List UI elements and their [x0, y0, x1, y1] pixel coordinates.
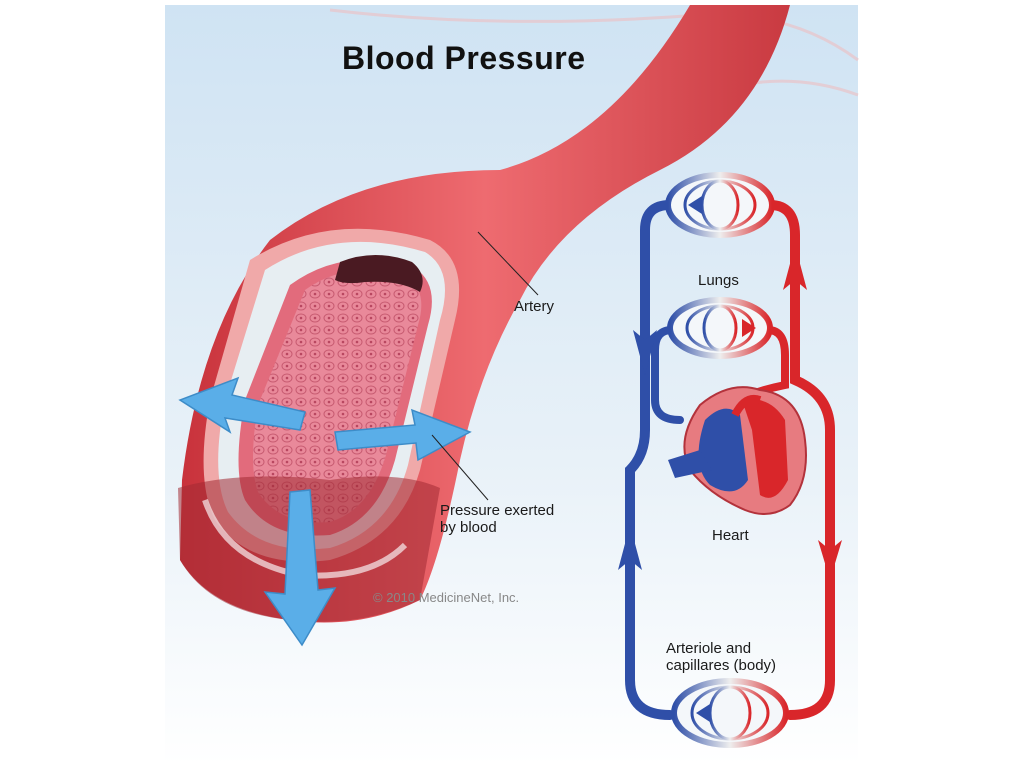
diagram-title: Blood Pressure — [342, 40, 586, 76]
lungs-label: Lungs — [698, 272, 739, 289]
background-vessel — [329, 8, 859, 62]
left-arrow-icon — [688, 196, 702, 214]
up-arrow-icon — [783, 245, 807, 290]
pressure-label-line2: by blood — [440, 519, 497, 536]
lung-capillary-bed-top — [665, 172, 775, 238]
heart — [668, 386, 807, 515]
artery — [178, 5, 790, 623]
pressure-label-line1: Pressure exerted — [440, 502, 555, 519]
body-capillary-bed — [671, 678, 789, 748]
arteriole-label-line2: capillares (body) — [666, 657, 777, 674]
lung-capillary-bed-bottom — [667, 297, 773, 359]
heart-label: Heart — [712, 527, 749, 544]
arteriole-label-line1: Arteriole and — [666, 640, 752, 657]
pressure-arrow-right — [334, 408, 472, 462]
artery-label: Artery — [514, 298, 555, 315]
right-arrow-icon — [742, 319, 756, 337]
pressure-arrow-down — [263, 489, 337, 647]
down-arrow-icon — [633, 330, 657, 375]
flow-arrows — [618, 245, 842, 580]
pulmonary-artery — [651, 326, 684, 424]
artery-lumen — [335, 255, 423, 292]
down-arrow-icon — [818, 540, 842, 580]
oxygenated-vessel — [765, 200, 835, 720]
circulation-loop — [625, 200, 835, 720]
copyright-notice: © 2010 MedicineNet, Inc. — [373, 590, 520, 605]
arteriole-label: Arteriole and capillares (body) — [666, 640, 776, 674]
deoxygenated-vessel — [625, 200, 675, 720]
pressure-arrow-left — [178, 376, 306, 434]
artery-leader-line — [477, 231, 539, 296]
pressure-leader-line — [431, 434, 489, 501]
artery-endothelium — [253, 270, 422, 523]
left-arrow-icon — [696, 704, 710, 722]
up-arrow-icon — [618, 525, 642, 570]
pressure-label: Pressure exerted by blood — [440, 502, 554, 536]
pressure-arrows — [178, 376, 472, 647]
